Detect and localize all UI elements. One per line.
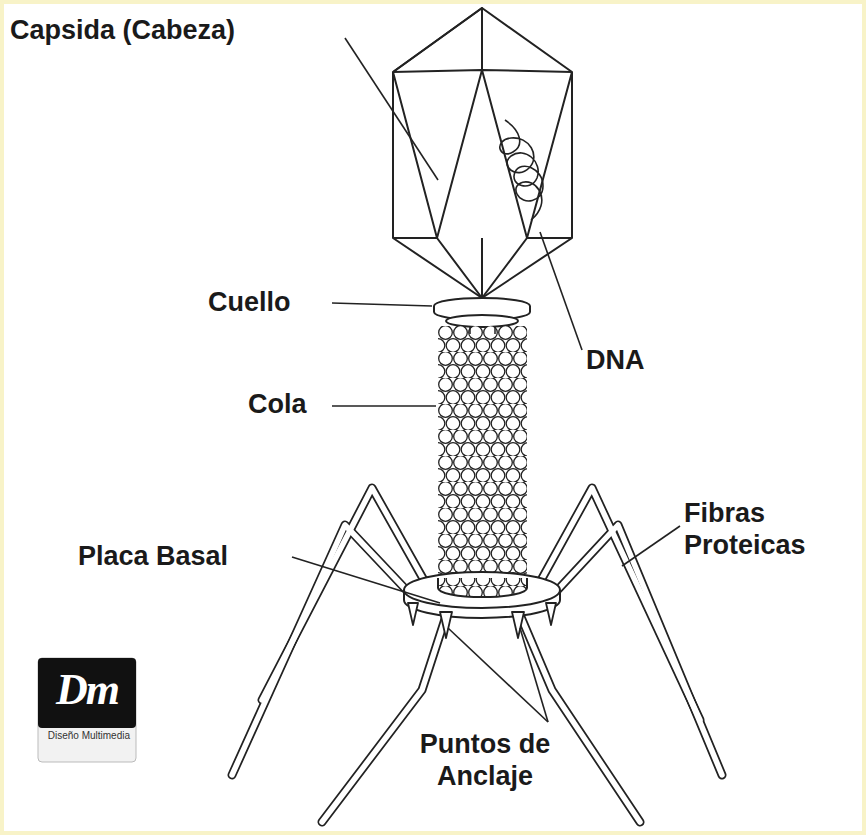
anchor-spikes bbox=[408, 603, 556, 638]
part-label: Capsida (Cabeza) bbox=[10, 14, 350, 46]
collar bbox=[434, 298, 530, 327]
logo-mark: Dm bbox=[40, 664, 134, 717]
part-label: Cola bbox=[248, 388, 338, 420]
part-label: Fibras Proteicas bbox=[684, 497, 860, 562]
part-label: Cuello bbox=[208, 286, 338, 318]
logo bbox=[38, 658, 136, 762]
part-label: Placa Basal bbox=[78, 540, 293, 572]
watermark: Diseño Multimedia bbox=[40, 730, 134, 741]
part-label: DNA bbox=[586, 344, 676, 376]
part-label: Puntos de Anclaje bbox=[380, 728, 590, 793]
tail-sheath bbox=[438, 326, 527, 578]
leader-lines bbox=[292, 38, 680, 722]
base-plate bbox=[404, 572, 560, 618]
